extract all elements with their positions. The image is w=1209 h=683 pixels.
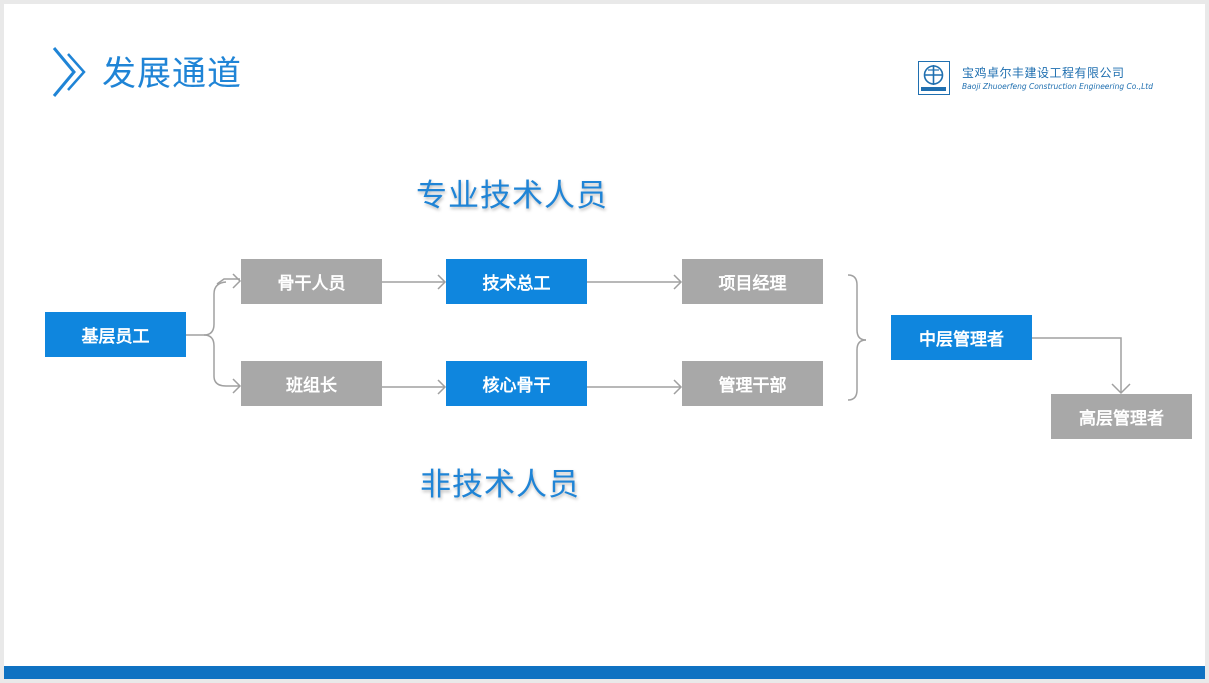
branch-connector	[203, 334, 240, 387]
brace-connector	[847, 274, 867, 341]
arrowhead	[673, 274, 683, 290]
brace-connector	[847, 339, 867, 401]
double-chevron-icon	[52, 47, 86, 97]
node-core-backbone: 核心骨干	[446, 361, 587, 406]
arrowhead	[1111, 383, 1131, 395]
company-name-en: Baoji Zhuoerfeng Construction Engineerin…	[962, 82, 1153, 91]
bottom-bar	[4, 666, 1205, 679]
arrowhead	[437, 379, 447, 395]
node-base-staff: 基层员工	[45, 312, 186, 357]
node-chief-engineer: 技术总工	[446, 259, 587, 304]
node-middle-manager: 中层管理者	[891, 315, 1032, 360]
arrowhead	[232, 273, 242, 289]
node-senior-manager: 高层管理者	[1051, 394, 1192, 439]
node-project-manager: 项目经理	[682, 259, 823, 304]
company-name-cn: 宝鸡卓尔丰建设工程有限公司	[962, 66, 1125, 80]
tech-staff-label: 专业技术人员	[416, 178, 608, 214]
flow-arrow	[1032, 337, 1122, 392]
node-backbone-staff: 骨干人员	[241, 259, 382, 304]
non-tech-staff-label: 非技术人员	[420, 467, 580, 503]
page-title: 发展通道	[102, 54, 242, 94]
slide: 发展通道 宝鸡卓尔丰建设工程有限公司 Baoji Zhuoerfeng Cons…	[4, 4, 1205, 679]
company-logo: 宝鸡卓尔丰建设工程有限公司 Baoji Zhuoerfeng Construct…	[918, 61, 1168, 99]
arrowhead	[437, 274, 447, 290]
arrowhead	[232, 378, 242, 394]
node-team-leader: 班组长	[241, 361, 382, 406]
node-management-cadre: 管理干部	[682, 361, 823, 406]
arrowhead	[673, 379, 683, 395]
branch-connector	[216, 278, 240, 285]
branch-connector	[203, 281, 227, 336]
logo-mark-icon	[918, 61, 950, 95]
